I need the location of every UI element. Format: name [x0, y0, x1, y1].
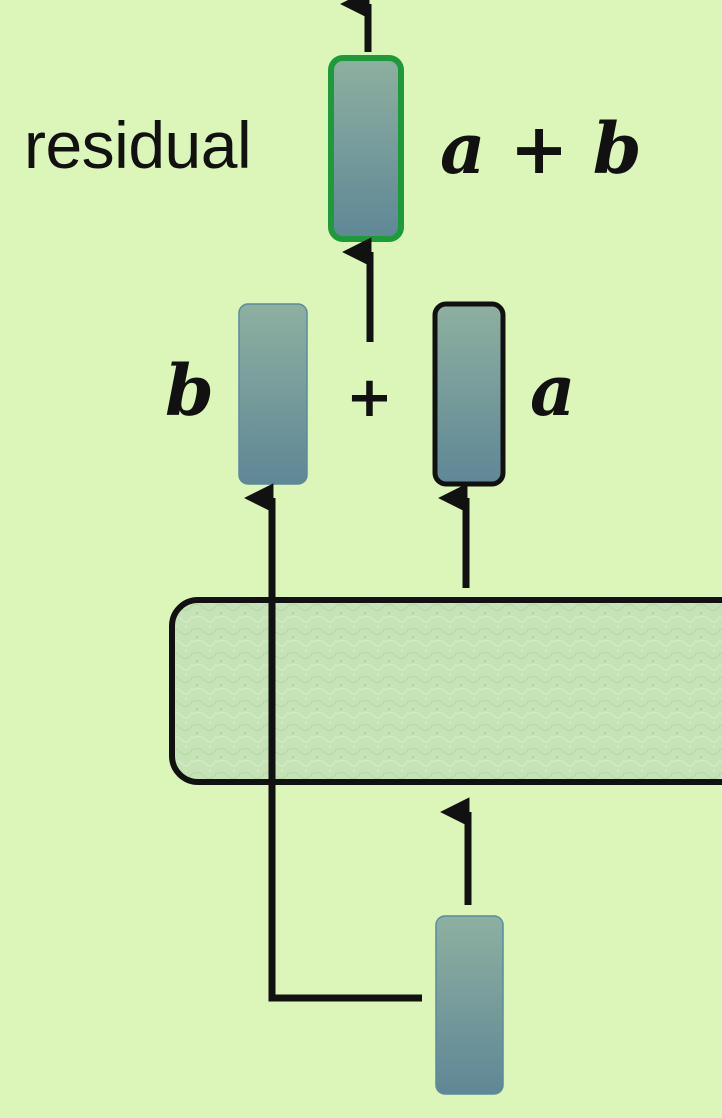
- skip-connection-line: [268, 990, 422, 1002]
- vector-a: [432, 301, 506, 487]
- a-label: a: [530, 349, 576, 432]
- residual-label: residual: [24, 108, 252, 182]
- b-label: b: [165, 349, 214, 432]
- vector-b: [238, 303, 308, 485]
- input-vector: [435, 915, 504, 1095]
- sum-label: a + b: [440, 107, 642, 190]
- plus-sign: +: [346, 365, 393, 430]
- residual-vector: [328, 55, 404, 242]
- layer-box: [169, 597, 722, 785]
